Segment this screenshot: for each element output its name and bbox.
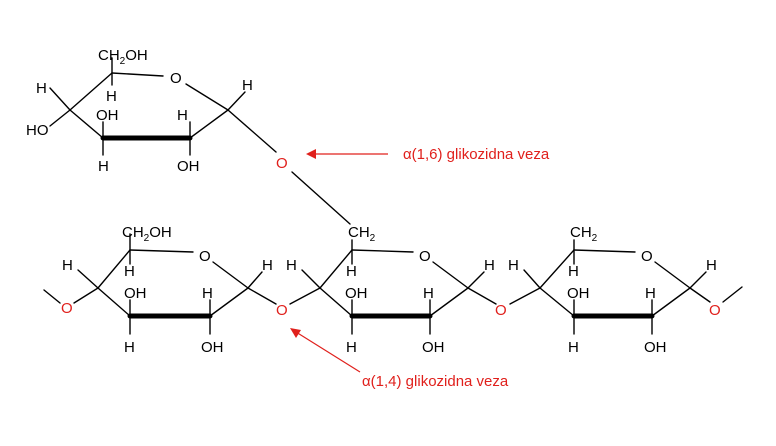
glucose-ring-2: CH2 O H H OH H H OH H <box>286 224 497 356</box>
annotation-label: α(1,4) glikozidna veza <box>362 373 509 390</box>
hydroxyl: OH <box>345 285 368 302</box>
hydrogen: H <box>484 257 495 274</box>
hydrogen: H <box>645 285 656 302</box>
glycosidic-oxygen-right: O <box>709 302 721 319</box>
hydroxyl: OH <box>422 339 445 356</box>
hydrogen: H <box>98 158 109 175</box>
hydrogen: H <box>346 263 357 280</box>
hydrogen: H <box>106 88 117 105</box>
hydroxyl-left: HO <box>26 122 49 139</box>
hydrogen: H <box>202 285 213 302</box>
hydrogen: H <box>568 339 579 356</box>
hydroxyl: OH <box>96 107 119 124</box>
glycosidic-oxygen-1-6: O <box>276 155 288 172</box>
ch2-label: CH2 <box>348 224 376 244</box>
ring-oxygen: O <box>419 248 431 265</box>
hydrogen: H <box>568 263 579 280</box>
ring-oxygen: O <box>170 70 182 87</box>
hydroxyl: OH <box>567 285 590 302</box>
hydrogen: H <box>262 257 273 274</box>
ring-oxygen: O <box>641 248 653 265</box>
annotation-alpha-1-4: α(1,4) glikozidna veza <box>290 328 509 390</box>
hydrogen: H <box>286 257 297 274</box>
hydrogen: H <box>242 77 253 94</box>
annotation-alpha-1-6: α(1,6) glikozidna veza <box>306 146 550 163</box>
hydroxyl: OH <box>201 339 224 356</box>
arrow-line <box>295 331 361 373</box>
bond-o-ch2 <box>291 171 351 225</box>
glycosidic-oxygen-1-4: O <box>276 302 288 319</box>
hydrogen: H <box>36 80 47 97</box>
hydroxyl: OH <box>177 158 200 175</box>
ch2oh-label: CH2OH <box>98 47 148 67</box>
hydrogen: H <box>124 263 135 280</box>
ch2-label: CH2 <box>570 224 598 244</box>
hydrogen: H <box>423 285 434 302</box>
hydrogen: H <box>706 257 717 274</box>
hydroxyl: OH <box>124 285 147 302</box>
ch2oh-label: CH2OH <box>122 224 172 244</box>
hydrogen: H <box>62 257 73 274</box>
hydroxyl: OH <box>644 339 667 356</box>
glycosidic-oxygen: O <box>495 302 507 319</box>
glucose-ring-1: O CH2OH O H H OH H H OH H <box>43 224 277 356</box>
arrowhead <box>290 328 301 338</box>
annotation-label: α(1,6) glikozidna veza <box>403 146 550 163</box>
glucose-ring-branch: CH2OH O H H HO OH H H OH H <box>26 47 277 175</box>
hydrogen: H <box>177 107 188 124</box>
arrowhead <box>306 149 316 159</box>
glucose-ring-3: CH2 O H H OH H H OH H O <box>508 224 743 356</box>
ring-oxygen: O <box>199 248 211 265</box>
glycosidic-oxygen-left: O <box>61 300 73 317</box>
hydrogen: H <box>124 339 135 356</box>
hydrogen: H <box>508 257 519 274</box>
hydrogen: H <box>346 339 357 356</box>
